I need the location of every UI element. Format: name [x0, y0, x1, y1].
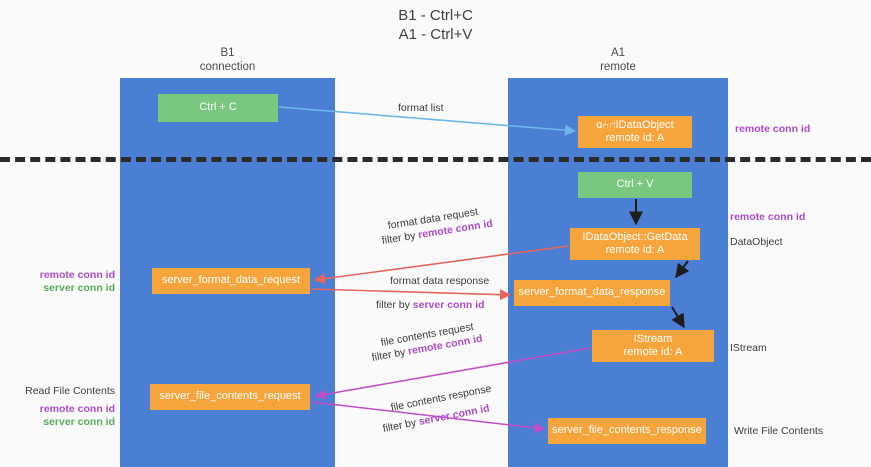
annotation-remote-conn-id-left-bottom: remote conn id — [0, 403, 115, 416]
annotation-dataobject: DataObject — [730, 236, 783, 248]
node-server-file-contents-request[interactable]: server_file_contents_request — [150, 384, 310, 410]
phase-divider — [0, 157, 871, 162]
arrow-getdata-to-format-response — [675, 260, 690, 279]
label-remote-conn-id: remote conn id — [39, 403, 115, 415]
node-idataobject[interactable]: ɑ⑃⑁IDataObject remote id: A — [578, 116, 692, 148]
annotation-remote-conn-id-left-mid: remote conn id — [0, 269, 115, 282]
edge-filter-format-data-response: filter by server conn id — [376, 299, 485, 312]
swimlane-heading-a1: A1 remote — [600, 47, 636, 73]
annotation-remote-conn-id-mid: remote conn id — [730, 211, 806, 223]
swimlane-heading-b1: B1 connection — [199, 47, 256, 73]
arrow-file-contents-request — [314, 347, 591, 400]
label-remote-conn-id: remote conn id — [39, 269, 115, 281]
node-istream[interactable]: IStream remote id: A — [592, 330, 714, 362]
arrow-format-data-request — [313, 245, 569, 285]
node-idataobject-getdata[interactable]: IDataObject::GetData remote id: A — [570, 228, 700, 260]
filter-key-server-conn-id: server conn id — [412, 299, 485, 311]
node-server-file-contents-response[interactable]: server_file_contents_response — [548, 418, 706, 444]
annotation-write-file-contents: Write File Contents — [734, 425, 824, 437]
diagram-title: B1 - Ctrl+C A1 - Ctrl+V — [398, 7, 473, 43]
annotation-server-conn-id-left-mid: server conn id — [0, 282, 115, 295]
edge-label-format-list: format list — [398, 102, 444, 114]
arrow-format-data-response — [311, 288, 512, 301]
node-server-format-data-response[interactable]: server_format_data_response — [514, 280, 670, 306]
arrow-format-list — [278, 106, 577, 136]
annotation-istream: IStream — [730, 342, 767, 354]
arrow-format-response-to-istream — [671, 306, 685, 329]
label-server-conn-id: server conn id — [43, 282, 115, 294]
arrow-file-contents-response — [311, 401, 546, 434]
edge-label-format-data-response: format data response — [390, 275, 490, 287]
node-server-format-data-request[interactable]: server_format_data_request — [152, 268, 310, 294]
annotation-remote-conn-id-top: remote conn id — [735, 123, 811, 135]
annotation-server-conn-id-left-bottom: server conn id — [0, 416, 115, 429]
node-ctrl-v[interactable]: Ctrl + V — [578, 172, 692, 198]
label-server-conn-id: server conn id — [43, 416, 115, 428]
filter-prefix: filter by — [376, 299, 413, 311]
annotation-read-file-contents: Read File Contents — [25, 385, 115, 397]
node-ctrl-c[interactable]: Ctrl + C — [158, 94, 278, 122]
